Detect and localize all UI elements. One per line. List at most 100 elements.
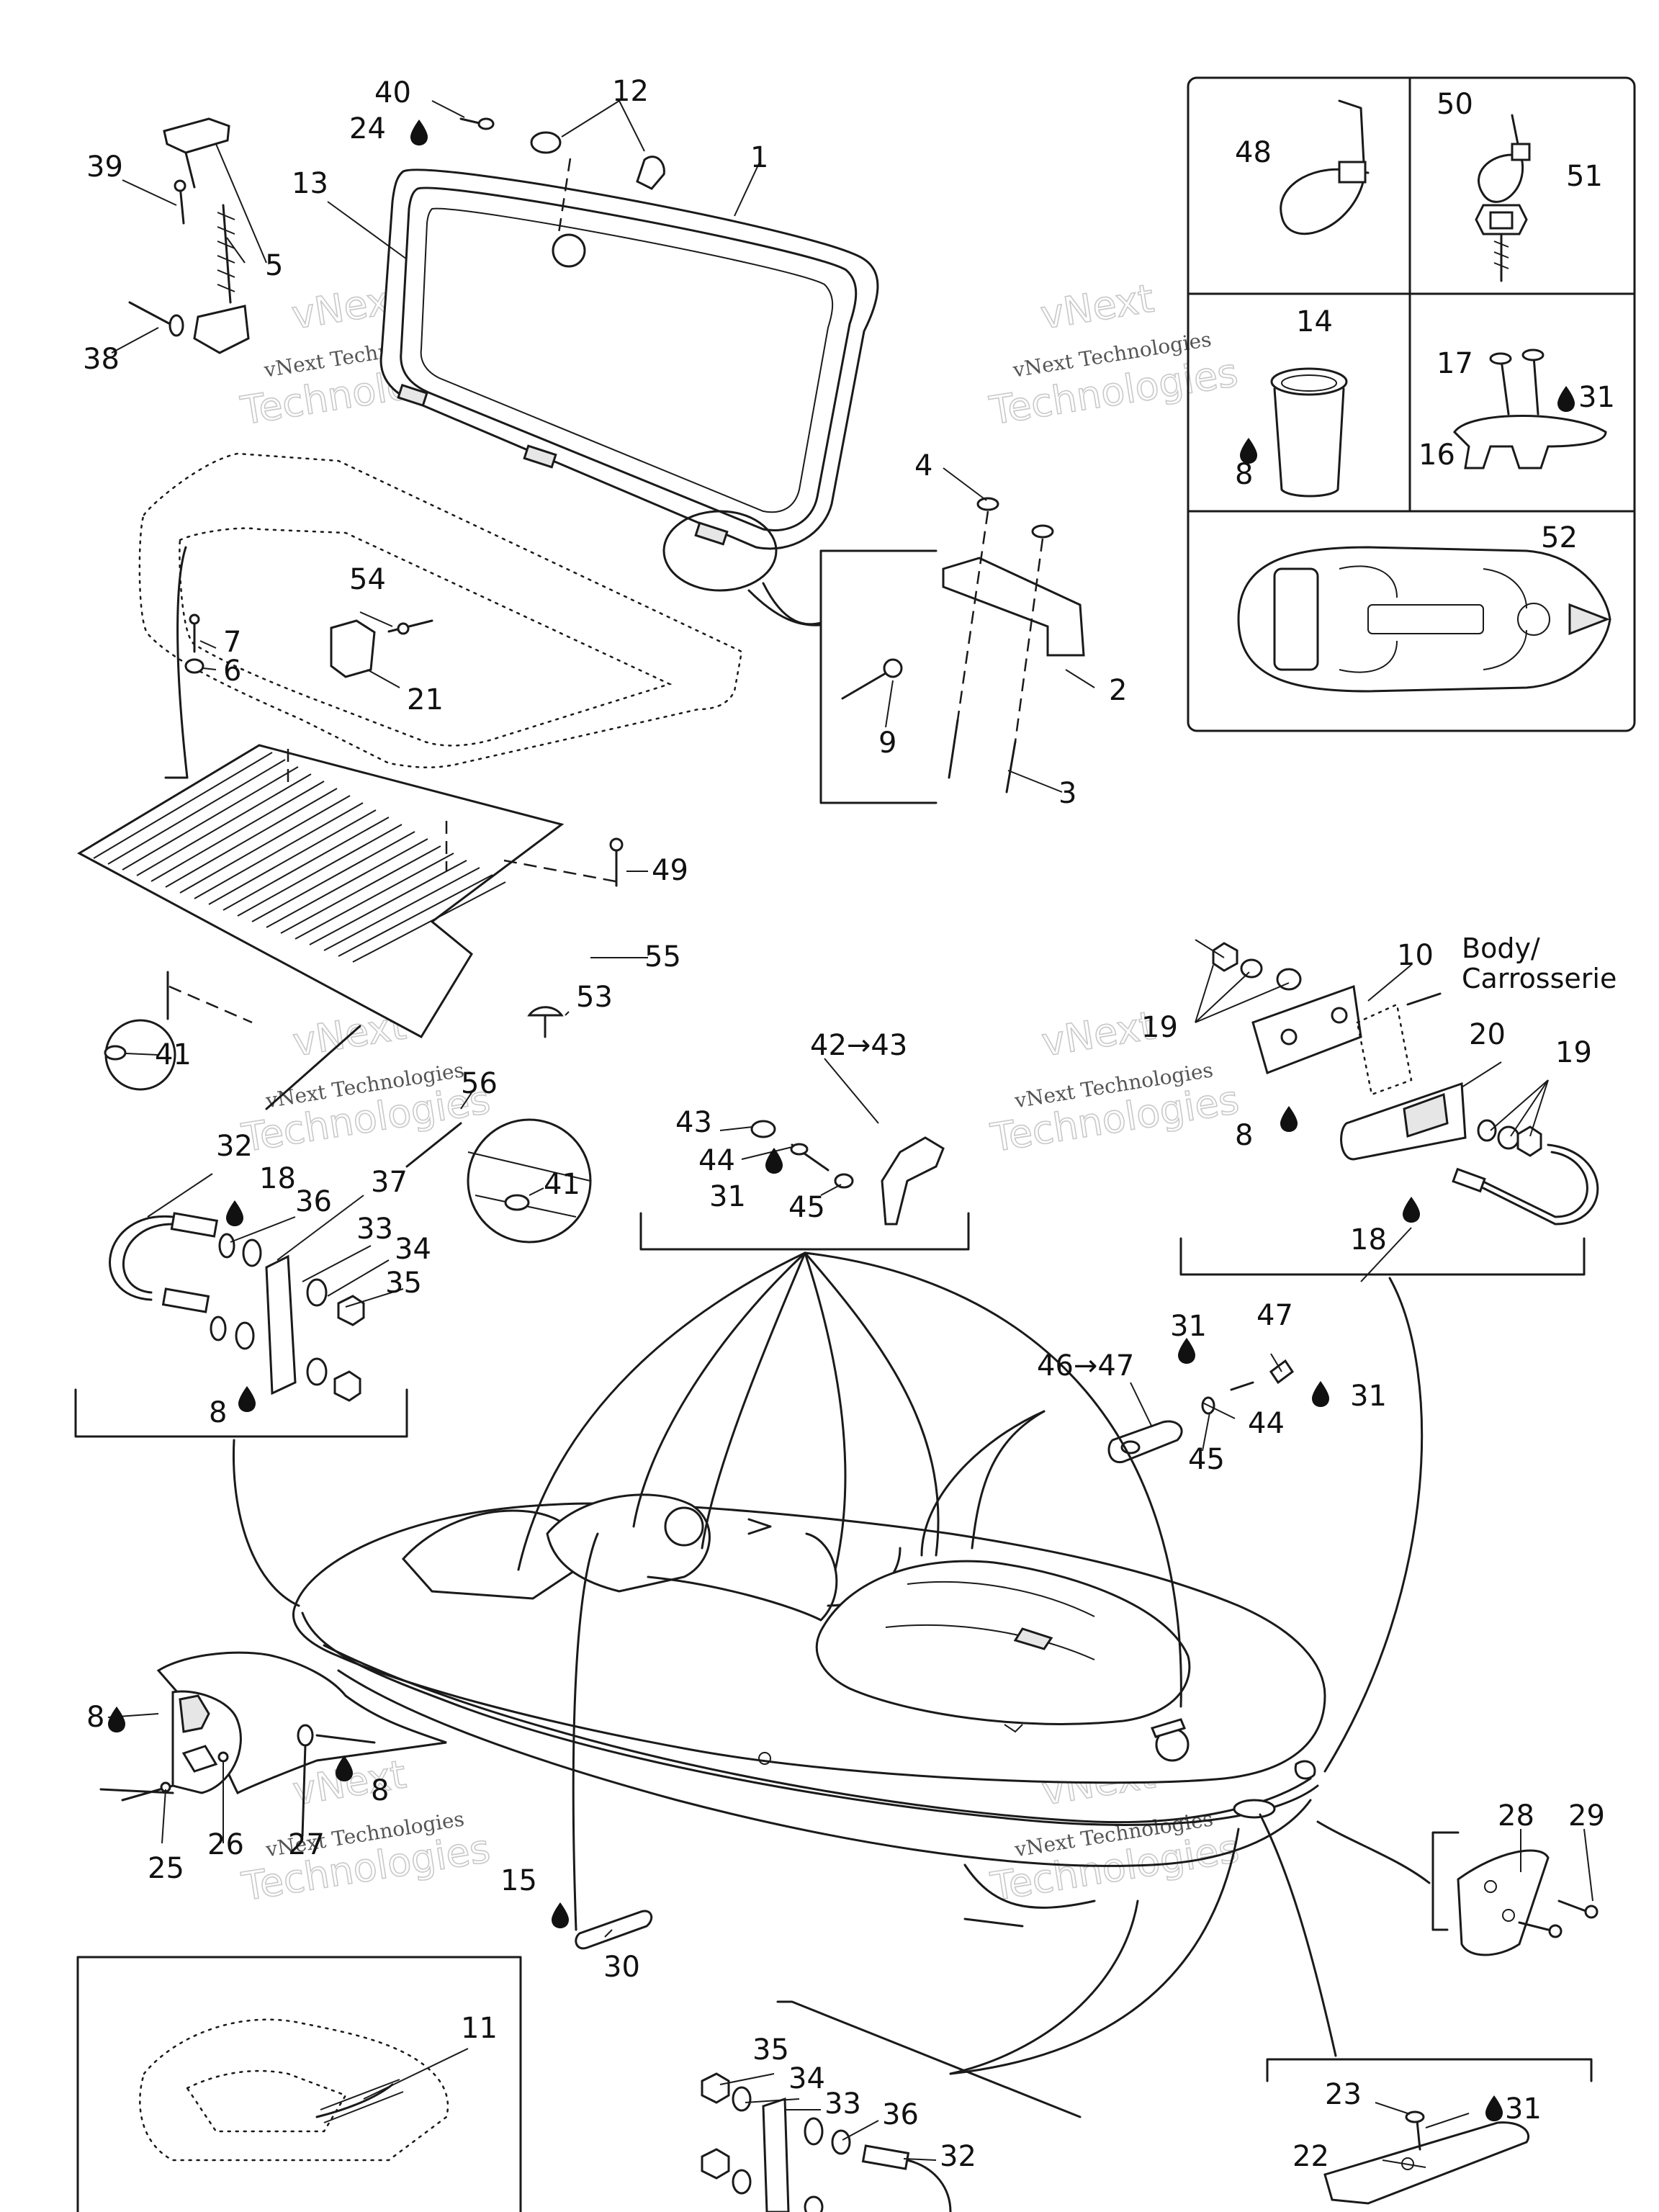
callout-47: 47 bbox=[1256, 1299, 1293, 1332]
callout-45-handle: 45 bbox=[788, 1191, 825, 1224]
callout-28: 28 bbox=[1498, 1799, 1534, 1833]
callout-11: 11 bbox=[461, 2012, 498, 2045]
callout-23: 23 bbox=[1325, 2078, 1362, 2111]
callout-8-ubolt: 8 bbox=[209, 1396, 227, 1429]
callout-32-bottom: 32 bbox=[940, 2140, 976, 2173]
callout-5: 5 bbox=[265, 249, 283, 282]
callout-43: 43 bbox=[675, 1106, 712, 1139]
callout-44-handle: 44 bbox=[698, 1144, 735, 1177]
rivet-washer-part bbox=[184, 613, 204, 674]
cable-tie-mount-part bbox=[1478, 114, 1531, 203]
callout-8-inset: 8 bbox=[1235, 458, 1253, 491]
callout-25: 25 bbox=[148, 1852, 184, 1885]
callout-18-plate: 18 bbox=[1350, 1223, 1387, 1256]
callout-24: 24 bbox=[349, 112, 386, 145]
u-bolt-assembly-bottom bbox=[701, 2000, 1082, 2212]
washer-detail-circle-right bbox=[467, 1118, 592, 1244]
rivet-49-part bbox=[609, 837, 624, 887]
boat-top-view-part bbox=[1237, 546, 1611, 693]
callout-35-bottom: 35 bbox=[752, 2033, 789, 2067]
callout-26: 26 bbox=[207, 1828, 244, 1861]
callout-19-left: 19 bbox=[1141, 1011, 1178, 1044]
callout-9: 9 bbox=[878, 727, 896, 760]
callout-48: 48 bbox=[1235, 136, 1272, 169]
latch-clip-part bbox=[530, 131, 665, 238]
watermark-top-right: vNext Technologies vNext Technologies bbox=[986, 275, 1241, 434]
watermark-mid-left: vNext Technologies vNext Technologies bbox=[238, 1002, 494, 1161]
u-bolt-assembly-left bbox=[74, 1212, 408, 1438]
callout-50: 50 bbox=[1437, 88, 1473, 121]
callout-30: 30 bbox=[603, 1951, 640, 1984]
callout-37: 37 bbox=[371, 1166, 408, 1199]
callout-38: 38 bbox=[83, 343, 120, 376]
callout-31-inset: 31 bbox=[1578, 381, 1615, 414]
storage-hatch-assembly bbox=[379, 168, 879, 550]
callout-1: 1 bbox=[750, 141, 768, 174]
svg-text:vNext: vNext bbox=[1038, 276, 1157, 338]
callout-31-small-a: 31 bbox=[1170, 1310, 1207, 1343]
push-rivet-part bbox=[527, 1006, 564, 1038]
callout-41-left: 41 bbox=[155, 1038, 192, 1071]
callout-54: 54 bbox=[349, 563, 386, 596]
callout-33-bottom: 33 bbox=[824, 2087, 861, 2121]
callout-8-rivet: 8 bbox=[371, 1774, 389, 1807]
side-panel-part bbox=[99, 1651, 447, 1838]
cleat-part bbox=[1453, 415, 1607, 469]
callout-6: 6 bbox=[223, 655, 241, 688]
callout-51: 51 bbox=[1566, 160, 1603, 193]
callout-39: 39 bbox=[86, 150, 123, 184]
callout-56: 56 bbox=[461, 1067, 498, 1100]
callout-21: 21 bbox=[407, 683, 444, 716]
hinge-block-part bbox=[330, 619, 433, 678]
callout-53: 53 bbox=[576, 981, 613, 1014]
callout-17: 17 bbox=[1437, 347, 1473, 380]
tow-eye-plate-group bbox=[1179, 942, 1599, 1276]
callout-19-right: 19 bbox=[1555, 1036, 1592, 1069]
callout-27: 27 bbox=[288, 1828, 325, 1861]
callout-34-left: 34 bbox=[395, 1233, 431, 1266]
callout-2: 2 bbox=[1109, 674, 1127, 707]
callout-15: 15 bbox=[500, 1864, 537, 1897]
rod-30-part bbox=[572, 1532, 653, 1950]
callout-31-handle: 31 bbox=[709, 1180, 746, 1213]
body-label-line1: Body/ bbox=[1462, 932, 1540, 964]
hinge-bracket-part bbox=[128, 117, 250, 354]
callout-31-small-b: 31 bbox=[1350, 1380, 1387, 1413]
callout-3: 3 bbox=[1058, 777, 1076, 810]
callout-45-small: 45 bbox=[1188, 1443, 1225, 1476]
callout-8-side: 8 bbox=[86, 1701, 104, 1734]
bottom-left-inset bbox=[76, 1956, 522, 2212]
callout-20: 20 bbox=[1469, 1018, 1506, 1051]
callout-22: 22 bbox=[1292, 2140, 1329, 2173]
callout-16: 16 bbox=[1419, 439, 1455, 472]
latch-bracket-inset bbox=[662, 497, 1085, 804]
svg-text:vNext: vNext bbox=[1038, 1002, 1158, 1065]
callout-18-ubolt: 18 bbox=[259, 1162, 296, 1195]
callout-35-left: 35 bbox=[385, 1267, 422, 1300]
pin-56-part bbox=[265, 1025, 462, 1168]
callout-29: 29 bbox=[1568, 1799, 1605, 1833]
callout-31-bracket: 31 bbox=[1505, 2092, 1542, 2126]
callout-8-plate: 8 bbox=[1235, 1119, 1253, 1152]
callout-41-right: 41 bbox=[544, 1168, 580, 1201]
callout-33-left: 33 bbox=[356, 1213, 393, 1246]
boat-hull-body bbox=[292, 1493, 1326, 1928]
callout-14: 14 bbox=[1296, 305, 1333, 338]
callout-42-43: 42→43 bbox=[810, 1029, 907, 1062]
callout-40: 40 bbox=[374, 76, 411, 109]
callout-55: 55 bbox=[644, 940, 681, 974]
callout-13: 13 bbox=[292, 167, 328, 200]
callout-46-47: 46→47 bbox=[1037, 1349, 1134, 1382]
washer-detail-circle-left bbox=[104, 971, 253, 1091]
cable-tie-part bbox=[1280, 99, 1370, 235]
lubricant-drop-icon bbox=[108, 120, 1575, 2121]
callout-34-bottom: 34 bbox=[788, 2062, 825, 2095]
deck-mat-part bbox=[76, 744, 620, 1038]
callout-7: 7 bbox=[223, 626, 241, 659]
callout-44-small: 44 bbox=[1248, 1407, 1285, 1440]
screw-40-part bbox=[459, 117, 495, 130]
deck-opening-outline bbox=[138, 452, 743, 779]
accessory-inset-panel bbox=[1187, 76, 1636, 732]
callout-52: 52 bbox=[1541, 521, 1578, 554]
